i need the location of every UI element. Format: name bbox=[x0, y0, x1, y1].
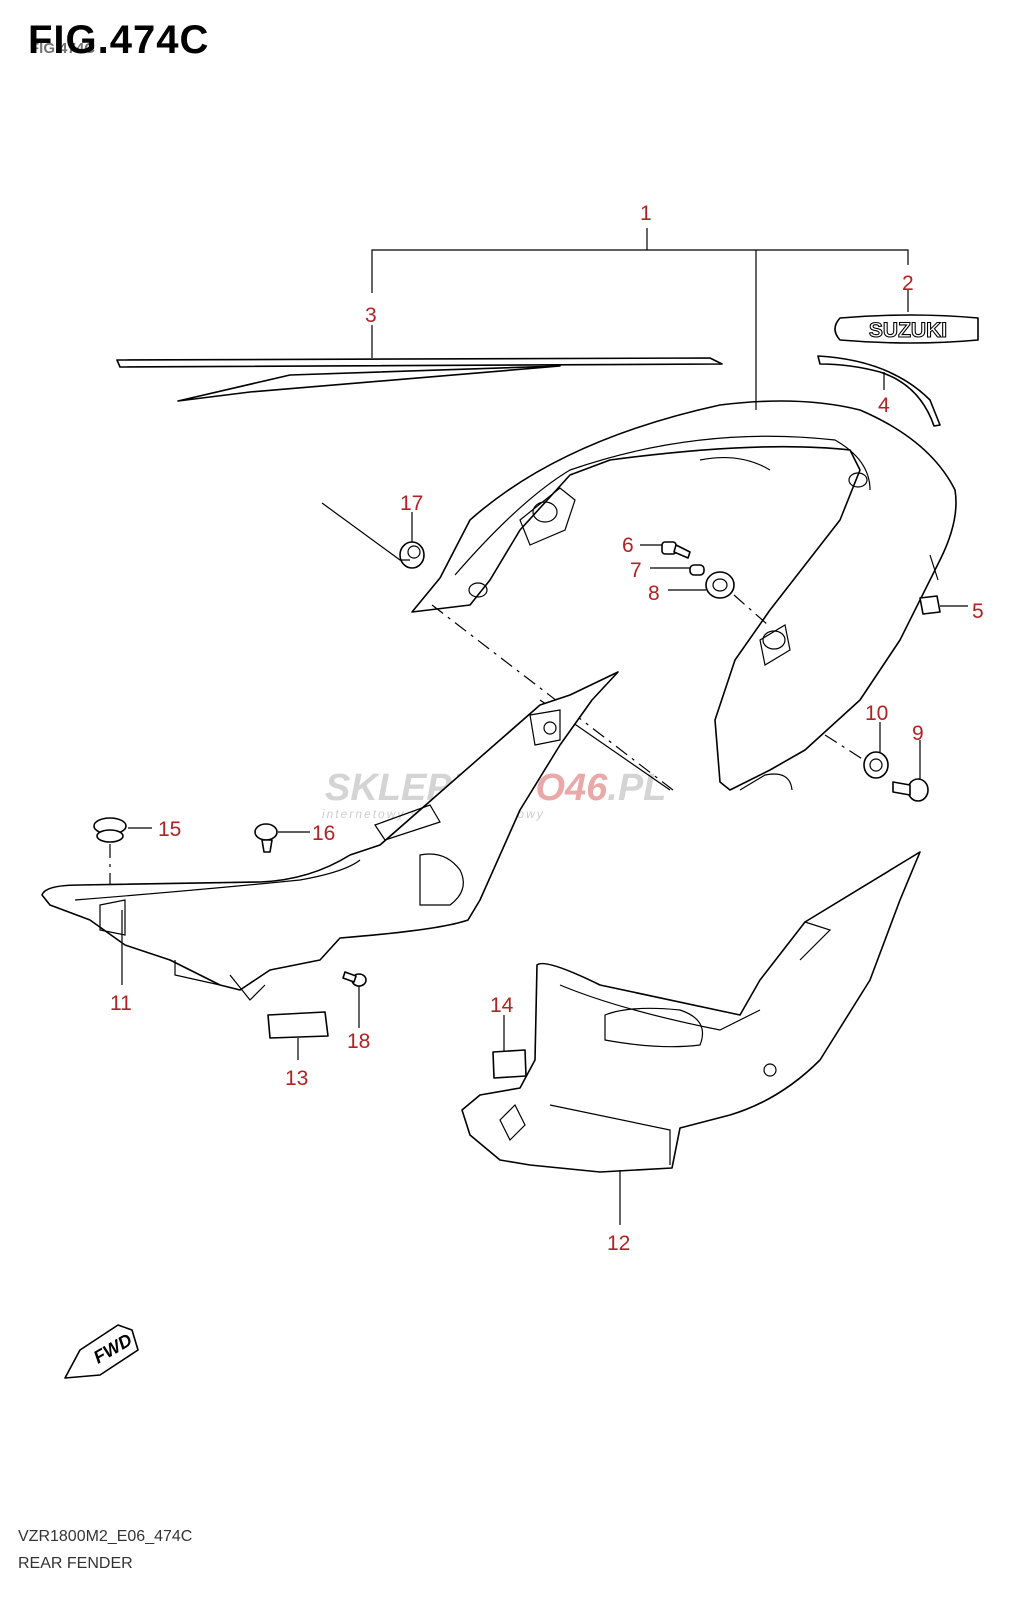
fwd-arrow-icon: FWD bbox=[64, 1324, 139, 1379]
figure-name: REAR FENDER bbox=[18, 1555, 133, 1572]
part-12-lower-cover bbox=[461, 851, 921, 1225]
callout-8: 8 bbox=[648, 582, 660, 605]
callout-3: 3 bbox=[365, 304, 377, 327]
callout-10: 10 bbox=[865, 702, 888, 725]
part-5-clip-nut bbox=[919, 595, 968, 615]
callout-12: 12 bbox=[607, 1232, 630, 1255]
guide-line bbox=[431, 604, 674, 791]
part-3-stripe-decal bbox=[116, 325, 723, 402]
callout-4: 4 bbox=[878, 394, 890, 417]
callout-14: 14 bbox=[490, 994, 514, 1017]
callout-7: 7 bbox=[630, 559, 642, 582]
part-9-screw bbox=[892, 740, 929, 802]
part-11-rear-fender bbox=[41, 671, 619, 1001]
callout-11: 11 bbox=[110, 992, 132, 1015]
part-14-pad bbox=[492, 1015, 527, 1079]
figure-title: FIG.474C bbox=[28, 18, 210, 62]
leader-bracket-1 bbox=[371, 228, 909, 398]
part-1-seat-cowl bbox=[411, 398, 957, 791]
part-7-collar bbox=[650, 564, 705, 576]
callout-15: 15 bbox=[158, 818, 181, 841]
part-17-cushion bbox=[321, 502, 425, 569]
svg-text:SKLEPMOTO46.PL: SKLEPMOTO46.PL bbox=[325, 767, 666, 809]
callout-17: 17 bbox=[400, 492, 423, 515]
watermark-text-d: .PL bbox=[607, 767, 666, 809]
callout-5: 5 bbox=[972, 600, 984, 623]
part-2-suzuki-emblem: SUZUKI bbox=[834, 290, 979, 344]
part-10-rubber-grommet bbox=[824, 722, 889, 779]
figure-title-ghost: FIG.474C bbox=[30, 40, 96, 57]
part-18-screw bbox=[342, 971, 367, 1028]
callout-18: 18 bbox=[347, 1030, 370, 1053]
part-4-trim-strip bbox=[817, 355, 941, 427]
part-6-bolt bbox=[640, 541, 691, 559]
watermark-text-c: 46 bbox=[564, 767, 608, 809]
callout-6: 6 bbox=[622, 534, 634, 557]
callout-16: 16 bbox=[312, 822, 335, 845]
callout-13: 13 bbox=[285, 1067, 308, 1090]
part-8-grommet bbox=[668, 571, 769, 626]
callout-1: 1 bbox=[640, 202, 652, 225]
emblem-text: SUZUKI bbox=[869, 319, 947, 342]
model-code: VZR1800M2_E06_474C bbox=[18, 1528, 193, 1545]
callouts: 1 2 3 4 5 6 7 8 9 10 11 12 13 14 15 16 1… bbox=[110, 202, 984, 1255]
part-15-plug bbox=[93, 817, 152, 885]
part-16-rivet-clip bbox=[254, 823, 310, 853]
callout-2: 2 bbox=[902, 272, 914, 295]
part-13-pad bbox=[267, 1011, 329, 1060]
callout-9: 9 bbox=[912, 722, 924, 745]
